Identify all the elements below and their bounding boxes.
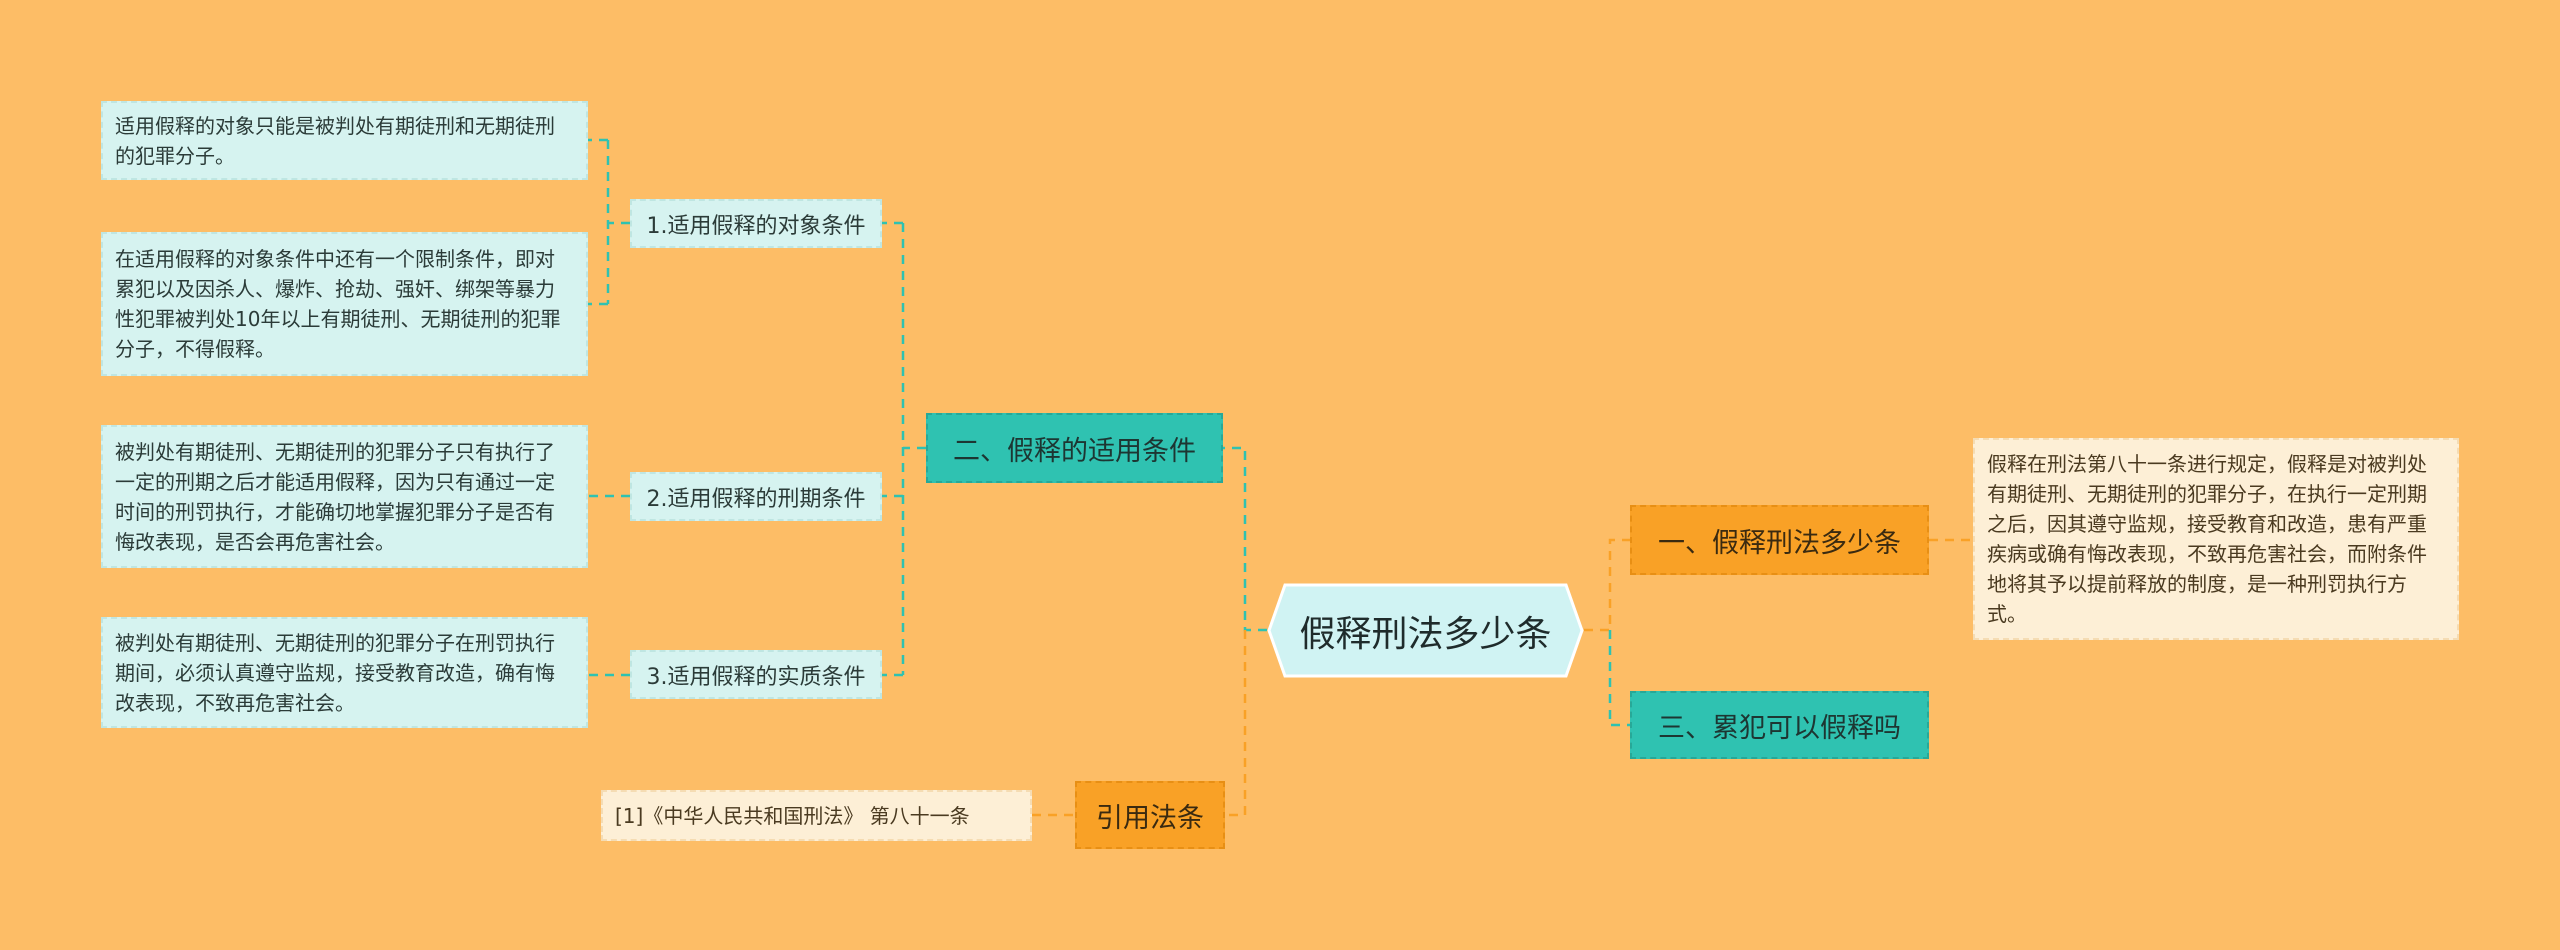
root-hexagon-shape bbox=[1267, 583, 1584, 678]
branch-label: 一、假释刑法多少条 bbox=[1658, 527, 1901, 559]
branch-conditions[interactable]: 二、假释的适用条件 bbox=[926, 413, 1223, 483]
leaf-object-only[interactable]: 适用假释的对象只能是被判处有期徒刑和无期徒刑的犯罪分子。 bbox=[101, 101, 588, 180]
leaf-text: 在适用假释的对象条件中还有一个限制条件，即对累犯以及因杀人、爆炸、抢劫、强奸、绑… bbox=[115, 247, 561, 361]
detail-text: 假释在刑法第八十一条进行规定，假释是对被判处有期徒刑、无期徒刑的犯罪分子，在执行… bbox=[1987, 452, 2427, 626]
leaf-text: 适用假释的对象只能是被判处有期徒刑和无期徒刑的犯罪分子。 bbox=[115, 113, 555, 168]
sub-term-condition[interactable]: 2.适用假释的刑期条件 bbox=[630, 472, 882, 521]
branch-how-many-articles[interactable]: 一、假释刑法多少条 bbox=[1630, 505, 1929, 575]
branch-recidivist-parole[interactable]: 三、累犯可以假释吗 bbox=[1630, 691, 1929, 759]
leaf-object-restriction[interactable]: 在适用假释的对象条件中还有一个限制条件，即对累犯以及因杀人、爆炸、抢劫、强奸、绑… bbox=[101, 232, 588, 376]
leaf-text: 被判处有期徒刑、无期徒刑的犯罪分子只有执行了一定的刑期之后才能适用假释，因为只有… bbox=[115, 439, 555, 554]
branch-label: 三、累犯可以假释吗 bbox=[1658, 712, 1901, 744]
sub-label: 1.适用假释的对象条件 bbox=[646, 213, 866, 239]
article-detail-leaf[interactable]: 假释在刑法第八十一条进行规定，假释是对被判处有期徒刑、无期徒刑的犯罪分子，在执行… bbox=[1973, 438, 2459, 640]
branch-label: 二、假释的适用条件 bbox=[953, 435, 1196, 467]
leaf-text: 被判处有期徒刑、无期徒刑的犯罪分子在刑罚执行期间，必须认真遵守监规，接受教育改造… bbox=[115, 630, 555, 715]
sub-label: 3.适用假释的实质条件 bbox=[646, 664, 866, 690]
sub-object-condition[interactable]: 1.适用假释的对象条件 bbox=[630, 199, 882, 248]
sub-label: 2.适用假释的刑期条件 bbox=[646, 486, 866, 512]
root-label: 假释刑法多少条 bbox=[1299, 613, 1552, 655]
sub-substantive-condition[interactable]: 3.适用假释的实质条件 bbox=[630, 650, 882, 699]
citation-text: [1]《中华人民共和国刑法》 第八十一条 bbox=[615, 803, 970, 828]
leaf-term[interactable]: 被判处有期徒刑、无期徒刑的犯罪分子只有执行了一定的刑期之后才能适用假释，因为只有… bbox=[101, 425, 588, 568]
root-topic[interactable]: 假释刑法多少条 bbox=[1267, 583, 1584, 678]
citation-leaf[interactable]: [1]《中华人民共和国刑法》 第八十一条 bbox=[601, 790, 1032, 841]
leaf-substantive[interactable]: 被判处有期徒刑、无期徒刑的犯罪分子在刑罚执行期间，必须认真遵守监规，接受教育改造… bbox=[101, 617, 588, 728]
branch-citation[interactable]: 引用法条 bbox=[1075, 781, 1225, 849]
branch-label: 引用法条 bbox=[1096, 802, 1204, 834]
